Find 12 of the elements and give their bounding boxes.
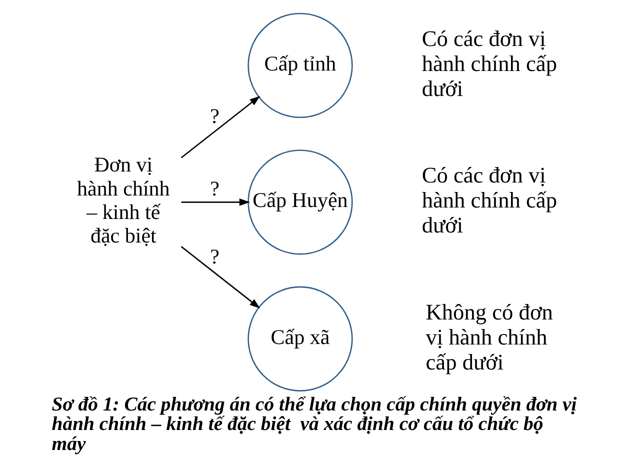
arrow — [180, 96, 260, 158]
arrow — [181, 198, 250, 206]
node-label: Không có đơn vị hành chính cấp dưới — [426, 299, 553, 374]
node-label: Có các đơn vị hành chính cấp dưới — [422, 162, 557, 238]
node-text: Đơn vị hành chính – kinh tế đặc biệt — [77, 152, 170, 248]
node-label: Có các đơn vị hành chính cấp dưới — [422, 26, 557, 101]
edge-label: ? — [210, 176, 220, 200]
arrow — [180, 246, 260, 308]
node-circle: Cấp Huyện — [248, 150, 353, 255]
edge-label: ? — [210, 244, 220, 269]
edge-label: ? — [210, 104, 220, 128]
caption: Sơ đồ 1: Các phương án có thể lựa chọn cấp chính quyền đơn vị hành chính – kinh tế đặc biệt và xác định cơ cấu tổ chức bộ máy — [52, 394, 577, 455]
